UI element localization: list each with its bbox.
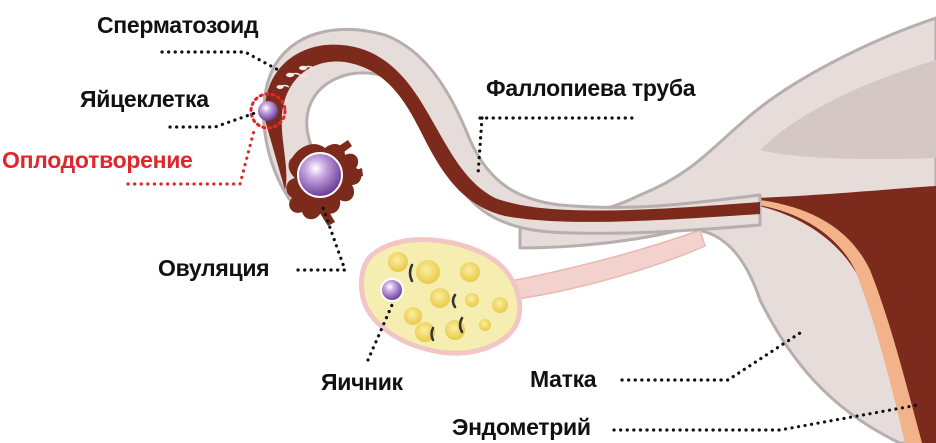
- label-fertilization: Оплодотворение: [2, 149, 193, 172]
- leader-uterus: [622, 333, 800, 380]
- ovulated-egg: [298, 153, 342, 197]
- egg-cell-in-tube: [258, 101, 278, 121]
- leader-egg: [170, 113, 255, 127]
- label-sperm: Сперматозоид: [97, 14, 258, 37]
- label-ovulation: Овуляция: [158, 257, 269, 280]
- label-fallopian-tube: Фаллопиева труба: [486, 77, 695, 100]
- label-uterus: Матка: [530, 368, 596, 391]
- ovary-egg: [381, 279, 403, 301]
- leader-tube: [478, 118, 638, 175]
- label-ovary: Яичник: [321, 371, 403, 394]
- label-endometrium: Эндометрий: [452, 416, 591, 439]
- label-egg-cell: Яйцеклетка: [80, 88, 209, 111]
- leader-sperm: [162, 52, 282, 72]
